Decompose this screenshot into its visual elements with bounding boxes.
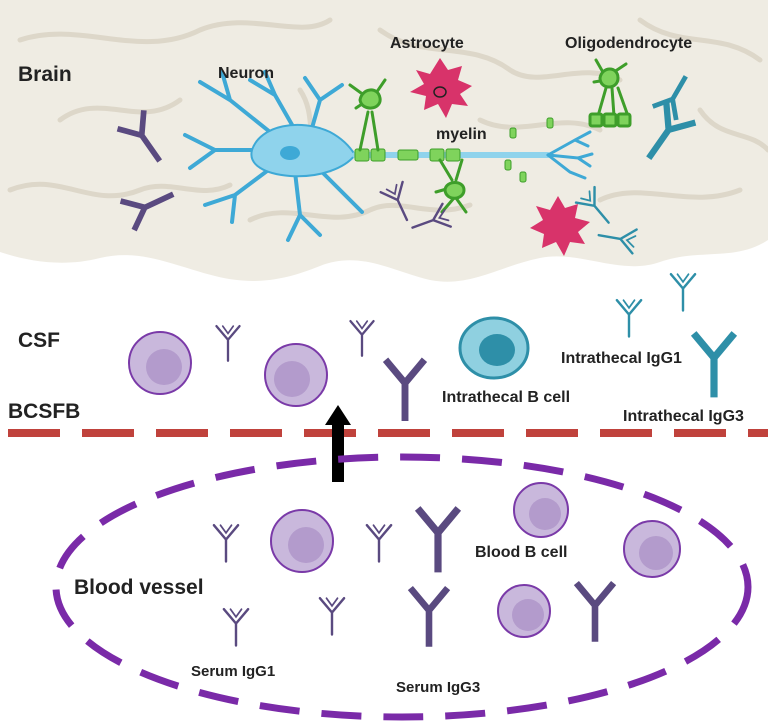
blood-b-cell-label: Blood B cell [475,544,567,561]
oligodendrocyte-lower [434,158,468,214]
intrathecal-igg1-label: Intrathecal IgG1 [561,350,682,367]
serum-igg3-label: Serum IgG3 [396,679,480,696]
astrocyte-label: Astrocyte [390,35,464,52]
myelin-label: myelin [436,126,487,143]
bcsfb-label: BCSFB [8,400,80,423]
blood-vessel-label: Blood vessel [74,576,204,599]
csf-label: CSF [18,329,60,352]
oligodendrocyte-left [348,78,387,152]
intrathecal-igg3-label: Intrathecal IgG3 [623,408,744,425]
oligodendrocyte-right [588,58,632,128]
csf-b-cells [128,331,328,407]
transfer-arrow [325,405,351,482]
blood-vessel-wall [52,453,752,721]
intrathecal-b-cell [458,316,530,380]
blood-b-cells [270,482,681,638]
oligodendrocyte-label: Oligodendrocyte [565,35,692,52]
astrocyte [410,58,472,118]
brain-label: Brain [18,63,72,86]
neuron-label: Neuron [218,65,274,82]
astrocyte-lower [530,196,590,256]
intrathecal-b-cell-label: Intrathecal B cell [442,389,570,406]
serum-igg1-label: Serum IgG1 [191,663,275,680]
myelin-segments [354,117,554,183]
